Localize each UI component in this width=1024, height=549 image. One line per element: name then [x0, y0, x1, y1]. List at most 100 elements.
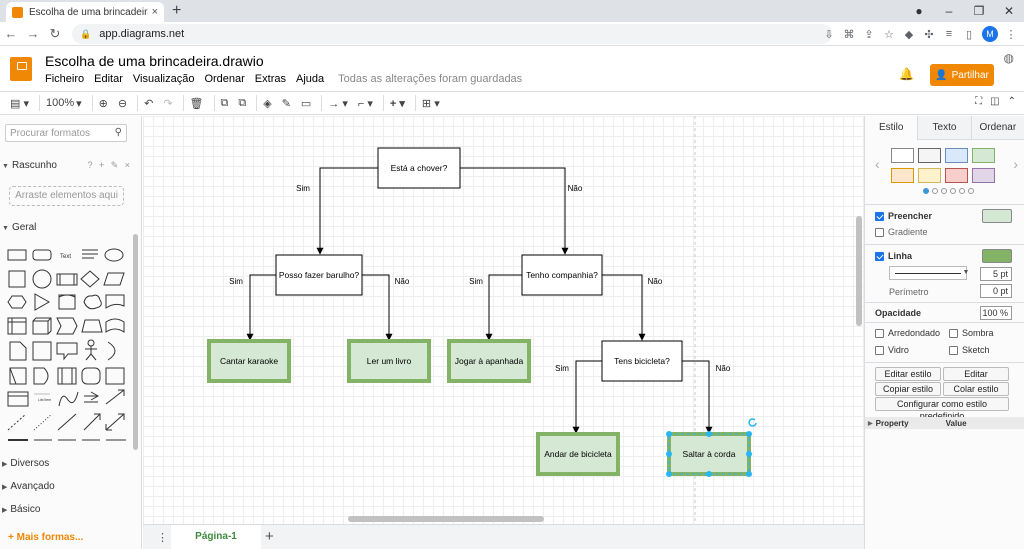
- pager-dot[interactable]: [959, 188, 965, 194]
- sketch-checkbox[interactable]: [949, 345, 958, 355]
- copy-style-button[interactable]: Copiar estilo: [875, 382, 941, 396]
- zoom-select[interactable]: 100%: [45, 97, 75, 109]
- general-header[interactable]: ▼Geral: [0, 222, 136, 233]
- minimize-icon[interactable]: –: [945, 4, 953, 18]
- format-panel-icon[interactable]: ◫: [990, 96, 1000, 107]
- scratchpad-dropzone[interactable]: Arraste elementos aqui: [9, 186, 124, 206]
- search-icon[interactable]: ⚲: [114, 127, 122, 138]
- line-color-button[interactable]: [982, 249, 1012, 263]
- expand-arrow-icon[interactable]: ▶: [868, 420, 873, 427]
- insert-icon[interactable]: + ▾: [389, 97, 405, 110]
- new-tab-icon[interactable]: +: [172, 2, 182, 19]
- style-swatch[interactable]: [918, 148, 941, 163]
- connection-style-icon[interactable]: → ▾: [328, 97, 348, 110]
- profile-menu-icon[interactable]: ●: [915, 4, 923, 18]
- line-width-field[interactable]: 5 pt: [980, 267, 1012, 281]
- pager-dot[interactable]: [923, 188, 929, 194]
- line-pattern-dropdown-icon[interactable]: ▼: [962, 269, 970, 276]
- to-front-icon[interactable]: ⧉: [220, 96, 229, 109]
- add-page-icon[interactable]: +: [265, 528, 274, 545]
- menu-file[interactable]: Ficheiro: [45, 73, 85, 85]
- waypoints-icon[interactable]: ⌐ ▾: [357, 97, 373, 110]
- delete-icon[interactable]: 🗑: [189, 97, 204, 110]
- tab-text[interactable]: Texto: [917, 116, 971, 140]
- swatch-next-icon[interactable]: ›: [1013, 156, 1018, 172]
- close-window-icon[interactable]: ✕: [1003, 4, 1015, 18]
- browser-menu-icon[interactable]: ⋮: [1005, 28, 1017, 41]
- scratchpad-controls[interactable]: ? + ✎ ×: [87, 160, 132, 170]
- menu-extras[interactable]: Extras: [254, 73, 286, 85]
- forward-icon[interactable]: →: [26, 26, 40, 41]
- pager-dot[interactable]: [968, 188, 974, 194]
- language-globe-icon[interactable]: ◍: [1003, 51, 1014, 65]
- format-panel-toggle-icon[interactable]: ▤ ▾: [10, 97, 29, 110]
- fill-checkbox[interactable]: [875, 211, 884, 221]
- fullscreen-icon[interactable]: ⛶: [975, 96, 983, 107]
- to-back-icon[interactable]: ⧉: [238, 96, 247, 109]
- sidebar-scrollbar[interactable]: [133, 234, 138, 450]
- pages-menu-icon[interactable]: ⋮: [157, 532, 168, 544]
- search-shapes-input[interactable]: Procurar formatos ⚲: [5, 124, 127, 142]
- shadow-icon[interactable]: ▭: [300, 97, 312, 110]
- page-tab-1[interactable]: Página-1: [171, 525, 261, 549]
- line-checkbox[interactable]: [875, 251, 884, 261]
- table-icon[interactable]: ⊞ ▾: [421, 97, 440, 110]
- reading-list-icon[interactable]: ≡: [945, 28, 953, 40]
- opacity-field[interactable]: 100 %: [980, 306, 1012, 320]
- style-swatch[interactable]: [972, 148, 995, 163]
- diagram-svg[interactable]: Sim Não Sim Não Sim Não Sim Não: [143, 116, 864, 524]
- more-shapes-button[interactable]: + Mais formas...: [8, 532, 84, 543]
- shadow-checkbox[interactable]: [949, 328, 958, 338]
- canvas-horizontal-scrollbar[interactable]: [348, 516, 544, 522]
- zoom-out-icon[interactable]: ⊖: [117, 97, 128, 110]
- zoom-dropdown-icon[interactable]: ▾: [76, 97, 82, 110]
- zoom-in-icon[interactable]: ⊕: [98, 97, 108, 110]
- collapse-icon[interactable]: ⌃: [1007, 96, 1016, 107]
- diagram-canvas[interactable]: Sim Não Sim Não Sim Não Sim Não: [143, 116, 864, 524]
- fill-color-icon[interactable]: ◈: [263, 97, 272, 110]
- back-icon[interactable]: ←: [4, 26, 18, 41]
- tab-arrange[interactable]: Ordenar: [970, 116, 1024, 140]
- paste-style-button[interactable]: Colar estilo: [943, 382, 1009, 396]
- install-icon[interactable]: ⇩: [824, 28, 834, 41]
- fill-color-button[interactable]: [982, 209, 1012, 223]
- document-title[interactable]: Escolha de uma brincadeira.drawio: [45, 53, 264, 69]
- style-swatch[interactable]: [918, 168, 941, 183]
- section-advanced[interactable]: ▶Avançado: [0, 481, 136, 492]
- share-button[interactable]: 👤 Partilhar: [930, 64, 994, 86]
- canvas-vertical-scrollbar[interactable]: [856, 216, 862, 326]
- scratchpad-header[interactable]: ▼Rascunho ? + ✎ ×: [0, 160, 136, 171]
- edit-style-button[interactable]: Editar estilo: [875, 367, 941, 381]
- swatch-prev-icon[interactable]: ‹: [875, 156, 880, 172]
- save-status[interactable]: Todas as alterações foram guardadas: [338, 73, 523, 85]
- share-page-icon[interactable]: ⇪: [864, 28, 874, 41]
- redo-icon[interactable]: ↷: [163, 97, 173, 110]
- edit-image-button[interactable]: Editar imagem: [943, 367, 1009, 391]
- bookmark-star-icon[interactable]: ☆: [884, 28, 894, 41]
- reload-icon[interactable]: ↻: [49, 25, 61, 41]
- browser-tab[interactable]: Escolha de uma brincadeira.drawio ×: [6, 2, 164, 22]
- lock-icon[interactable]: 🔒: [80, 28, 92, 39]
- menu-edit[interactable]: Editar: [94, 73, 123, 85]
- rounded-checkbox[interactable]: [875, 328, 884, 338]
- style-swatch[interactable]: [891, 168, 914, 183]
- line-pattern-select[interactable]: [889, 266, 967, 280]
- translate-icon[interactable]: ⌘: [843, 28, 855, 41]
- notification-bell-icon[interactable]: 🔔: [899, 67, 914, 81]
- gradient-checkbox[interactable]: [875, 227, 884, 237]
- general-shapes-palette[interactable]: Text List Item: [6, 244, 132, 444]
- section-misc[interactable]: ▶Diversos: [0, 458, 136, 469]
- sidebar-icon[interactable]: ▯: [965, 28, 973, 41]
- set-default-style-button[interactable]: Configurar como estilo predefinido: [875, 397, 1009, 421]
- style-swatch[interactable]: [945, 168, 968, 183]
- style-swatch[interactable]: [891, 148, 914, 163]
- pager-dot[interactable]: [932, 188, 938, 194]
- tab-style[interactable]: Estilo: [865, 116, 918, 140]
- menu-help[interactable]: Ajuda: [295, 73, 325, 85]
- profile-avatar[interactable]: M: [982, 26, 998, 42]
- style-swatch[interactable]: [972, 168, 995, 183]
- section-basic[interactable]: ▶Básico: [0, 504, 136, 515]
- close-tab-icon[interactable]: ×: [151, 6, 158, 18]
- maximize-icon[interactable]: ❐: [973, 4, 985, 18]
- pager-dot[interactable]: [950, 188, 956, 194]
